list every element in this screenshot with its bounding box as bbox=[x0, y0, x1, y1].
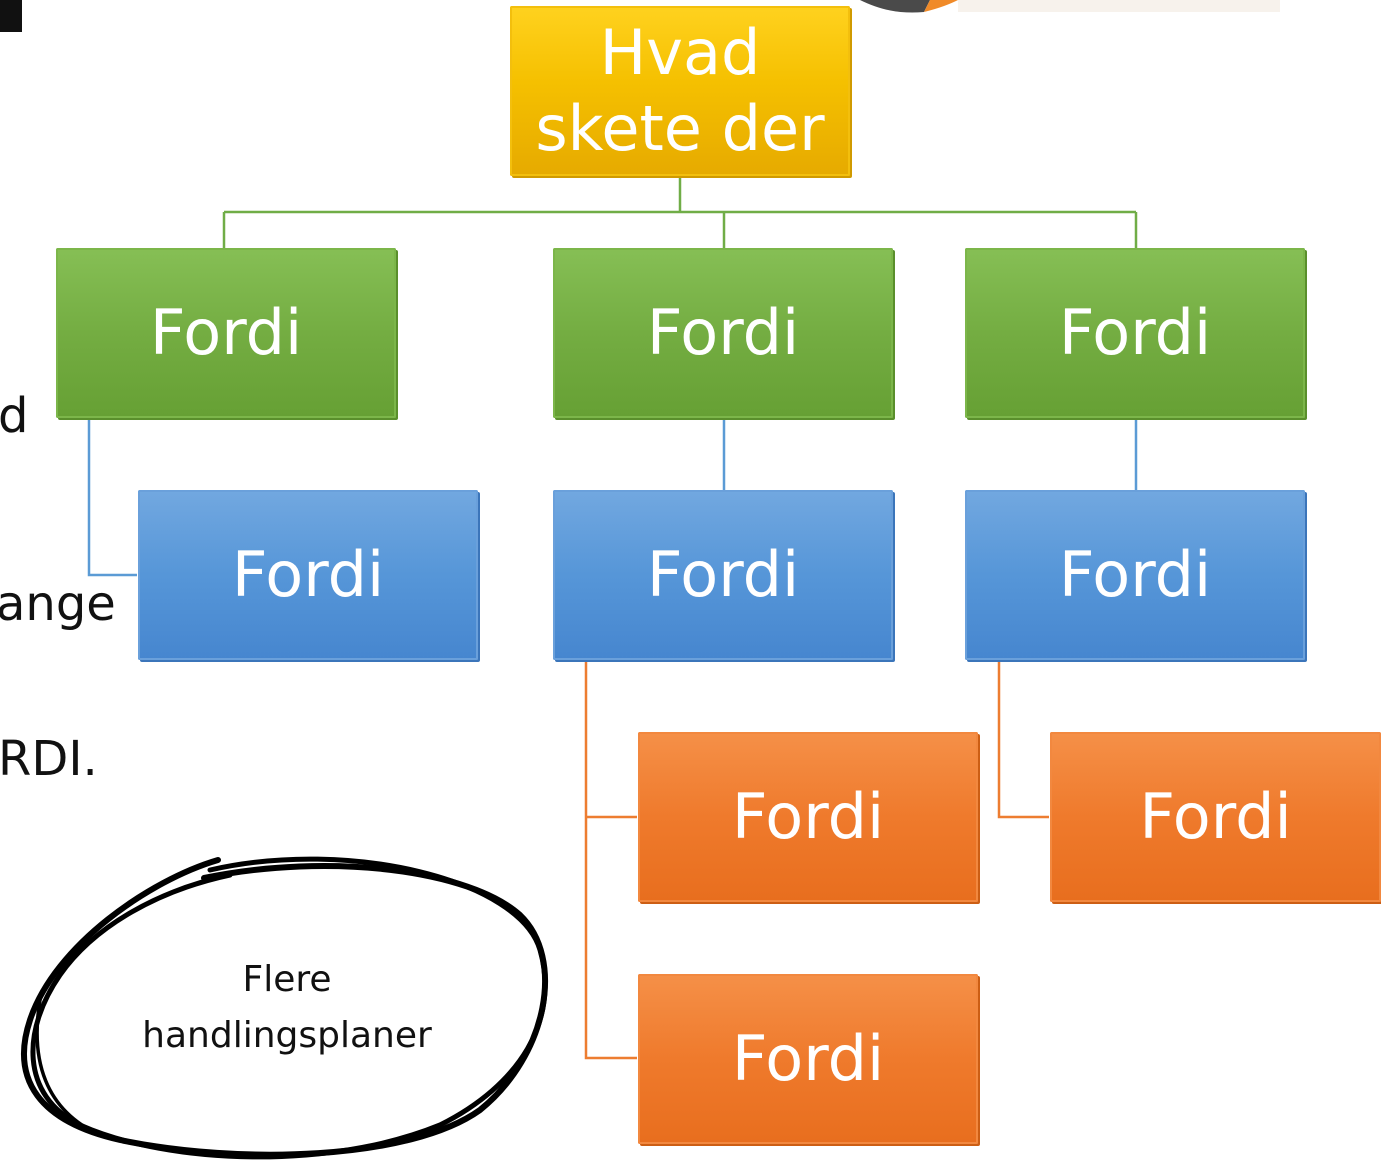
handdrawn-circle bbox=[21, 856, 549, 1160]
handwritten-note-line-2: handlingsplaner bbox=[142, 1014, 432, 1056]
root-node[interactable]: Hvad skete der bbox=[510, 6, 850, 176]
green-node-3[interactable]: Fordi bbox=[965, 248, 1305, 418]
logo-fragment-orange bbox=[924, 0, 958, 12]
connector-blue3-to-orange-3 bbox=[997, 660, 1049, 819]
orange-connectors bbox=[584, 660, 1049, 1060]
left-text-fragment-3: RDI. bbox=[0, 731, 98, 787]
green-node-1-label: Fordi bbox=[149, 296, 303, 370]
orange-node-1-label: Fordi bbox=[731, 780, 885, 854]
blue-node-1-label: Fordi bbox=[231, 538, 385, 612]
left-text-fragment-1: d bbox=[0, 388, 29, 444]
blue-node-2[interactable]: Fordi bbox=[553, 490, 893, 660]
handwritten-note-line-1: Flere bbox=[242, 959, 332, 1000]
handwritten-note: Flere handlingsplaner bbox=[112, 952, 462, 1064]
green-node-1[interactable]: Fordi bbox=[56, 248, 396, 418]
logo-fragment-bar bbox=[958, 0, 1280, 12]
orange-node-2[interactable]: Fordi bbox=[638, 974, 978, 1144]
handdrawn-circle-stroke-3 bbox=[35, 998, 102, 1137]
orange-node-3[interactable]: Fordi bbox=[1050, 732, 1381, 902]
blue-node-1[interactable]: Fordi bbox=[138, 490, 478, 660]
blue-connectors bbox=[87, 418, 1138, 577]
blue-node-3[interactable]: Fordi bbox=[965, 490, 1305, 660]
green-node-2-label: Fordi bbox=[646, 296, 800, 370]
left-text-fragment-2: ange bbox=[0, 576, 116, 632]
root-node-label: Hvad skete der bbox=[535, 16, 825, 165]
green-node-2[interactable]: Fordi bbox=[553, 248, 893, 418]
blue-node-3-label: Fordi bbox=[1058, 538, 1212, 612]
connector-green1-to-blue1 bbox=[87, 418, 137, 577]
handdrawn-circle-stroke-2 bbox=[30, 856, 548, 1160]
orange-node-1[interactable]: Fordi bbox=[638, 732, 978, 902]
orange-node-3-label: Fordi bbox=[1139, 780, 1292, 854]
connector-blue2-to-orange bbox=[584, 660, 637, 1060]
cut-heading-glyph bbox=[0, 0, 22, 32]
orange-node-2-label: Fordi bbox=[731, 1022, 885, 1096]
blue-node-2-label: Fordi bbox=[646, 538, 800, 612]
green-connectors bbox=[222, 176, 1138, 248]
logo-fragment-dark bbox=[860, 0, 930, 13]
green-node-3-label: Fordi bbox=[1058, 296, 1212, 370]
